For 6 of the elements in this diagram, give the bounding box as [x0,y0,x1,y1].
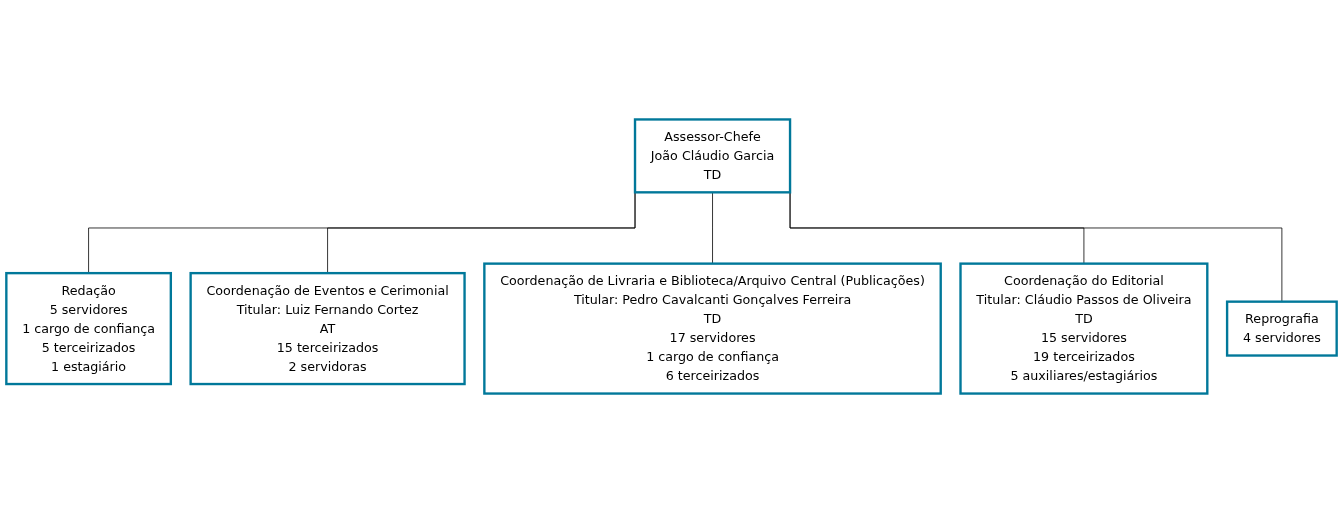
node-box: Coordenação do Editorial Titular: Cláudio Passos de Oliveira TD 15 servidores 19 terceirizados 5 auxiliares/estagiários [959,262,1209,395]
node-box: Coordenação de Livraria e Biblioteca/Arquivo Central (Publicações) Titular: Pedro Cavalcanti Gonçalves Ferreira TD 17 servidores 1 cargo de confiança 6 terceirizados [483,262,942,395]
node-box: Reprografia 4 servidores [1225,300,1338,357]
node-box: Coordenação de Eventos e Cerimonial Titular: Luiz Fernando Cortez AT 15 terceirizados 2 servidoras [189,271,466,386]
node-box: Redação 5 servidores 1 cargo de confiança 5 terceirizados 1 estagiário [5,271,172,386]
node-box: Assessor-Chefe João Cláudio Garcia TD [633,118,792,194]
